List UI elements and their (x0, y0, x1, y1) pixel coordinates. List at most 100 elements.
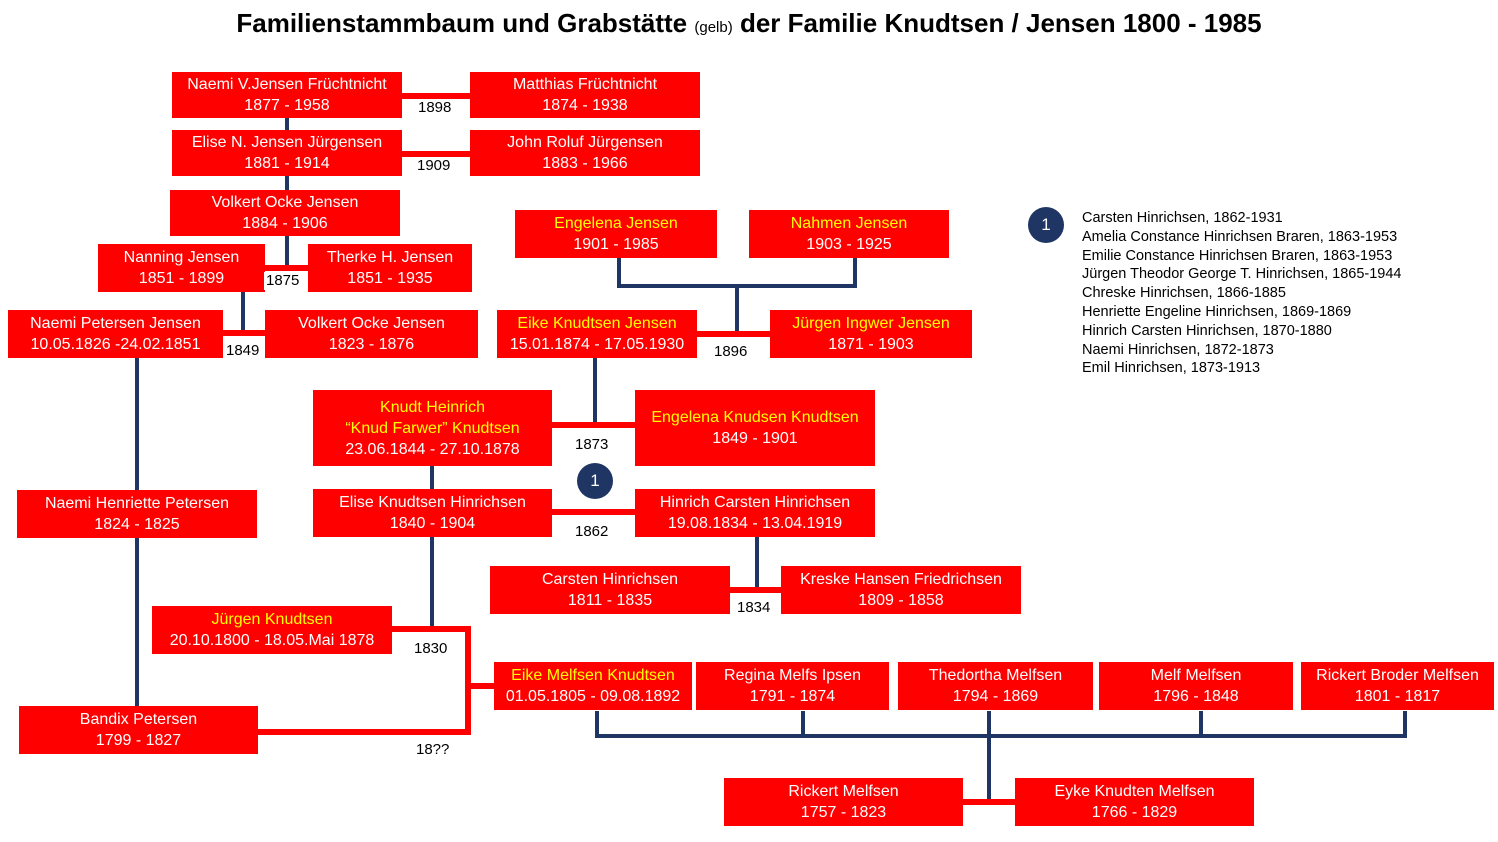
person-name: Elise N. Jensen Jürgensen (191, 134, 383, 151)
person-carsten-hinrichsen: Carsten Hinrichsen 1811 - 1835 (490, 566, 730, 614)
marriage-1830-18qq (258, 626, 471, 735)
person-dates: 1871 - 1903 (828, 336, 914, 353)
page-title: Familienstammbaum und Grabstätte (gelb) … (0, 8, 1498, 39)
legend-item: Emilie Constance Hinrichsen Braren, 1863… (1082, 247, 1393, 264)
person-dates: 1824 - 1825 (94, 516, 180, 533)
person-name: Volkert Ocke Jensen (298, 315, 445, 332)
person-name: Rickert Broder Melfsen (1316, 667, 1479, 684)
person-name: Elise Knudtsen Hinrichsen (339, 494, 526, 511)
legend-item: Henriette Engeline Hinrichsen, 1869-1869 (1082, 303, 1352, 320)
person-nickname: “Knud Farwer” Knudtsen (345, 419, 520, 437)
person-name: Nahmen Jensen (790, 215, 908, 232)
person-dates: 1801 - 1817 (1354, 688, 1441, 705)
title-gelb: (gelb) (694, 19, 733, 36)
person-eyke-knudten-melfsen: Eyke Knudten Melfsen 1766 - 1829 (1015, 778, 1254, 826)
legend-item: Naemi Hinrichsen, 1872-1873 (1082, 341, 1274, 358)
person-regina-melfs-ipsen: Regina Melfs Ipsen 1791 - 1874 (696, 662, 889, 710)
person-hinrich-carsten-hinrichsen: Hinrich Carsten Hinrichsen 19.08.1834 - … (635, 489, 875, 537)
person-dates: 1874 - 1938 (542, 97, 628, 114)
person-name: Eike Knudtsen Jensen (517, 315, 677, 332)
person-name: Volkert Ocke Jensen (211, 194, 359, 211)
person-dates: 1799 - 1827 (95, 732, 182, 749)
person-name: Engelena Jensen (554, 215, 678, 232)
person-dates: 1811 - 1835 (567, 592, 653, 609)
person-dates: 20.10.1800 - 18.05.Mai 1878 (169, 632, 375, 649)
person-name: Engelena Knudsen Knudtsen (651, 409, 859, 426)
line-jensen-children (617, 258, 857, 288)
person-naemi-petersen-jensen: Naemi Petersen Jensen 10.05.1826 -24.02.… (8, 310, 223, 358)
person-melf-melfsen: Melf Melfsen 1796 - 1848 (1099, 662, 1293, 710)
legend-item: Carsten Hinrichsen, 1862-1931 (1082, 210, 1283, 226)
marriage-year-1830: 1830 (412, 640, 450, 658)
person-bandix-petersen: Bandix Petersen 1799 - 1827 (19, 706, 258, 754)
person-dates: 1849 - 1901 (712, 430, 798, 447)
person-elise-knudtsen-hinrichsen: Elise Knudtsen Hinrichsen 1840 - 1904 (313, 489, 552, 537)
legend-item: Jürgen Theodor George T. Hinrichsen, 186… (1082, 266, 1402, 283)
legend-badge: 1 (1028, 207, 1064, 243)
person-dates: 01.05.1805 - 09.08.1892 (505, 688, 681, 705)
person-dates: 1796 - 1848 (1153, 688, 1239, 705)
person-engelena-jensen: Engelena Jensen 1901 - 1985 (515, 210, 717, 258)
person-dates: 1757 - 1823 (800, 804, 887, 821)
person-name: Rickert Melfsen (788, 783, 899, 800)
person-rickert-broder-melfsen: Rickert Broder Melfsen 1801 - 1817 (1301, 662, 1494, 710)
marriage-year-1909: 1909 (415, 157, 453, 175)
person-dates: 1823 - 1876 (328, 336, 415, 353)
title-text-1: Familienstammbaum und Grabstätte (236, 8, 695, 38)
person-dates: 1851 - 1899 (138, 270, 225, 287)
person-dates: 1791 - 1874 (749, 688, 836, 705)
title-text-2: der Familie Knudtsen / Jensen 1800 - 198… (732, 8, 1262, 38)
children-badge: 1 (577, 463, 613, 499)
person-name: Kreske Hansen Friedrichsen (800, 571, 1002, 588)
person-volkert-1823: Volkert Ocke Jensen 1823 - 1876 (265, 310, 478, 358)
legend-item: Amelia Constance Hinrichsen Braren, 1863… (1082, 228, 1398, 245)
person-dates: 1881 - 1914 (244, 155, 330, 172)
person-thedortha-melfsen: Thedortha Melfsen 1794 - 1869 (898, 662, 1093, 710)
marriage-year-1898: 1898 (416, 99, 454, 117)
marriage-year-1862: 1862 (573, 523, 611, 541)
person-dates: 23.06.1844 - 27.10.1878 (345, 440, 520, 458)
person-dates: 1809 - 1858 (858, 592, 944, 609)
person-dates: 1840 - 1904 (389, 515, 476, 532)
person-name: Therke H. Jensen (326, 249, 454, 266)
person-eike-knudtsen-jensen: Eike Knudtsen Jensen 15.01.1874 - 17.05.… (497, 310, 697, 358)
legend-item: Emil Hinrichsen, 1873-1913 (1082, 360, 1261, 377)
person-naemi-fruechtnicht: Naemi V.Jensen Früchtnicht 1877 - 1958 (172, 72, 402, 118)
person-name: Jürgen Knudtsen (211, 611, 333, 628)
person-name: Carsten Hinrichsen (541, 571, 679, 588)
legend-item: Chreske Hinrichsen, 1866-1885 (1082, 285, 1286, 302)
person-name: Jürgen Ingwer Jensen (792, 315, 950, 332)
person-dates: 10.05.1826 -24.02.1851 (30, 336, 201, 353)
person-engelena-knudsen-knudtsen: Engelena Knudsen Knudtsen 1849 - 1901 (635, 390, 875, 466)
person-name: Hinrich Carsten Hinrichsen (659, 494, 851, 511)
person-name: Naemi V.Jensen Früchtnicht (187, 76, 387, 93)
person-name: John Roluf Jürgensen (507, 134, 663, 151)
person-name: Naemi Petersen Jensen (30, 315, 201, 332)
person-juergen-knudtsen: Jürgen Knudtsen 20.10.1800 - 18.05.Mai 1… (152, 606, 392, 654)
person-rickert-melfsen: Rickert Melfsen 1757 - 1823 (724, 778, 963, 826)
marriage-year-1873: 1873 (573, 436, 611, 454)
line-melfsen-children (595, 711, 1407, 738)
person-elise-juergensen: Elise N. Jensen Jürgensen 1881 - 1914 (172, 130, 402, 176)
person-nahmen-jensen: Nahmen Jensen 1903 - 1925 (749, 210, 949, 258)
person-dates: 1877 - 1958 (244, 97, 330, 114)
person-name: Matthias Früchtnicht (512, 76, 658, 93)
person-dates: 1794 - 1869 (952, 688, 1039, 705)
person-naemi-henriette-petersen: Naemi Henriette Petersen 1824 - 1825 (17, 490, 257, 538)
person-name: Bandix Petersen (79, 711, 198, 728)
person-name: Eyke Knudten Melfsen (1054, 783, 1215, 800)
person-name: Nanning Jensen (123, 249, 240, 266)
marriage-year-1834: 1834 (735, 599, 773, 617)
person-name: Thedortha Melfsen (928, 667, 1063, 684)
person-eike-melfsen-knudtsen: Eike Melfsen Knudtsen 01.05.1805 - 09.08… (494, 662, 692, 710)
person-dates: 1851 - 1935 (347, 270, 433, 287)
person-dates: 19.08.1834 - 13.04.1919 (667, 515, 843, 532)
marriage-year-1896: 1896 (712, 343, 750, 361)
person-name: Eike Melfsen Knudtsen (511, 667, 675, 684)
person-volkert-1884: Volkert Ocke Jensen 1884 - 1906 (170, 190, 400, 236)
marriage-year-18qq: 18?? (414, 741, 452, 759)
children-legend: Carsten Hinrichsen, 1862-1931 Amelia Con… (1082, 209, 1401, 378)
person-dates: 1766 - 1829 (1091, 804, 1178, 821)
person-dates: 1884 - 1906 (242, 215, 328, 232)
person-name: Melf Melfsen (1150, 667, 1242, 684)
